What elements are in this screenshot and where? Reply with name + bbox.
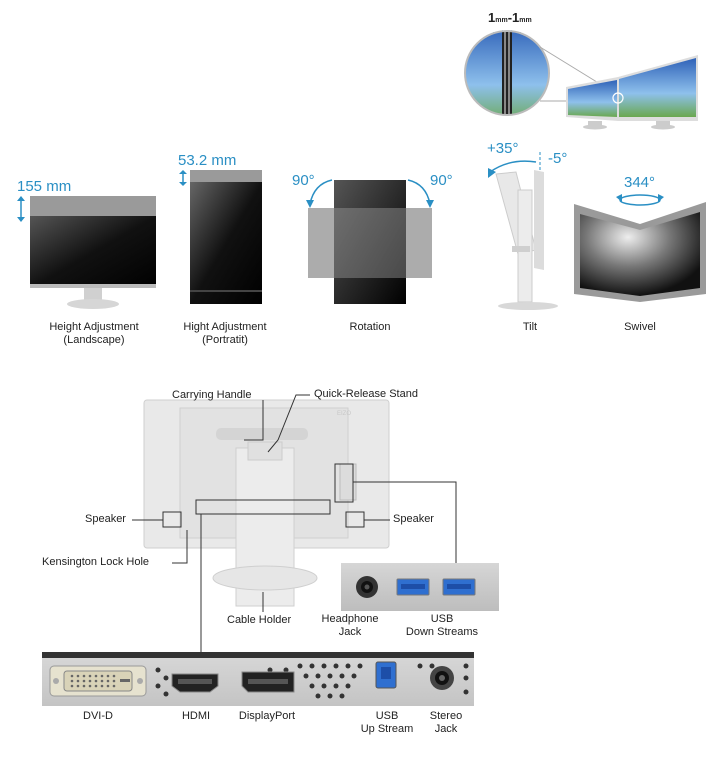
rotation-caption: Rotation — [349, 321, 391, 333]
bezel-right-value: 1 — [512, 10, 520, 25]
usb-up-line1: USB — [375, 710, 399, 722]
port-dvi-label: DVI-D — [83, 710, 113, 722]
vertical-arrow-icon — [179, 170, 187, 186]
port-usb-up-label: USB Up Stream — [352, 710, 422, 736]
tilt-angle-up: +35° — [487, 140, 519, 157]
bezel-left-value: 1 — [488, 10, 496, 25]
monitor-landscape-illustration — [30, 196, 156, 309]
usb-down-streams-label: USB Down Streams — [398, 613, 486, 639]
height-landscape-measure: 155 mm — [17, 178, 72, 195]
height-portrait-measure: 53.2 mm — [178, 152, 237, 169]
tilt-caption: Tilt — [522, 321, 538, 333]
usb-down-line2: Down Streams — [405, 626, 479, 638]
rotation-illustration — [306, 179, 434, 304]
bezel-right-unit: mm — [519, 17, 532, 24]
tilt-illustration — [488, 152, 558, 310]
height-portrait-caption-line2: (Portratit) — [202, 334, 248, 346]
side-port-panel — [341, 563, 499, 611]
height-landscape-caption-line2: (Landscape) — [63, 334, 125, 346]
usb-up-line2: Up Stream — [360, 723, 414, 735]
swivel-illustration — [574, 194, 706, 302]
bezel-sep: - — [507, 10, 513, 25]
height-portrait-caption-line1: Hight Adjustment — [183, 321, 267, 333]
rear-port-strip — [42, 652, 474, 706]
svg-text:EIZO: EIZO — [337, 411, 351, 417]
bezel-left-unit: mm — [495, 17, 508, 24]
bezel-measure: 1mm-1mm — [488, 10, 548, 28]
speaker-right-label: Speaker — [393, 513, 434, 525]
height-portrait-caption: Hight Adjustment (Portratit) — [170, 321, 280, 347]
stereo-line1: Stereo — [429, 710, 463, 722]
bezel-zoom-illustration — [464, 30, 698, 130]
carrying-handle-label: Carrying Handle — [172, 389, 252, 401]
port-stereo-label: Stereo Jack — [418, 710, 474, 736]
cable-holder-label: Cable Holder — [227, 614, 292, 626]
port-hdmi-label: HDMI — [181, 710, 211, 722]
headphone-line2: Jack — [338, 626, 362, 638]
usb-down-line1: USB — [430, 613, 454, 625]
rotation-angle-right: 90° — [430, 172, 453, 189]
swivel-angle: 344° — [624, 174, 656, 191]
monitor-back-illustration: EIZO — [143, 399, 390, 607]
height-landscape-caption: Height Adjustment (Landscape) — [30, 321, 158, 347]
stereo-line2: Jack — [434, 723, 458, 735]
port-displayport-label: DisplayPort — [238, 710, 296, 722]
speaker-left-label: Speaker — [85, 513, 126, 525]
vertical-arrow-icon — [17, 196, 25, 222]
headphone-line1: Headphone — [321, 613, 379, 625]
kensington-lock-label: Kensington Lock Hole — [42, 556, 150, 568]
swivel-caption: Swivel — [624, 321, 656, 333]
rotation-angle-left: 90° — [292, 172, 315, 189]
monitor-portrait-illustration — [190, 170, 262, 304]
height-landscape-caption-line1: Height Adjustment — [49, 321, 139, 333]
tilt-angle-down: -5° — [548, 150, 568, 167]
quick-release-stand-label: Quick-Release Stand — [314, 388, 418, 400]
headphone-jack-label: Headphone Jack — [320, 613, 380, 639]
